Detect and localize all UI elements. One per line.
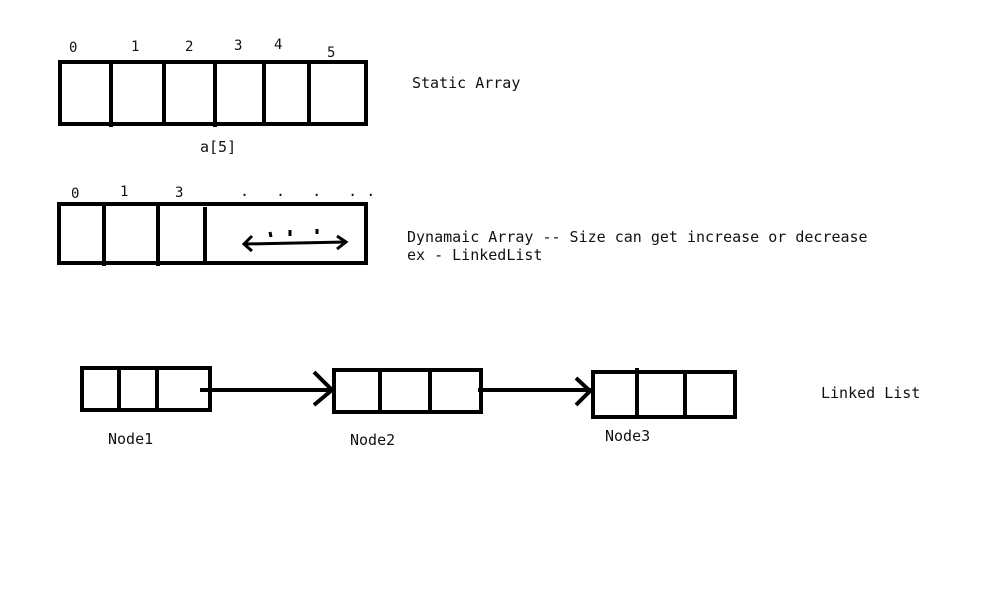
static-index-label: 3 — [234, 38, 243, 54]
dynamic-array-outline — [57, 202, 368, 265]
node-outline — [80, 366, 212, 412]
node-label: Node3 — [605, 427, 651, 445]
resize-dot — [268, 231, 273, 238]
node-outline — [591, 370, 737, 419]
pointer-arrow-2-head — [574, 376, 593, 407]
dynamic-array-example: ex - LinkedList — [407, 246, 543, 264]
resize-arrow-left-head — [241, 234, 254, 253]
static-index-label: 5 — [327, 45, 336, 61]
dynamic-index-label: 1 — [120, 184, 129, 200]
resize-arrow-shaft — [244, 240, 347, 246]
linked-list-title: Linked List — [821, 384, 921, 402]
static-index-label: 4 — [274, 37, 283, 53]
static-index-label: 1 — [131, 39, 140, 55]
static-array-name: a[5] — [200, 138, 237, 156]
dynamic-index-label: 0 — [71, 186, 80, 202]
dynamic-index-dots: . . . .. — [240, 182, 385, 200]
node-label: Node2 — [350, 431, 396, 449]
resize-arrow-right-head — [336, 234, 349, 251]
node-outline — [332, 368, 483, 414]
dynamic-array-title: Dynamaic Array -- Size can get increase … — [407, 228, 868, 246]
pointer-arrows — [200, 370, 593, 407]
linked-list-node-2 — [332, 368, 483, 414]
static-index-label: 2 — [185, 39, 194, 55]
linked-list-node-3 — [591, 368, 737, 419]
pointer-arrow-1-head — [312, 370, 335, 407]
static-array-box — [58, 60, 368, 127]
linked-list-node-1 — [80, 366, 212, 412]
dynamic-index-label: 3 — [175, 185, 184, 201]
static-array-title: Static Array — [412, 74, 521, 92]
node-label: Node1 — [108, 430, 154, 448]
dynamic-array-box — [57, 202, 368, 266]
static-index-label: 0 — [69, 40, 78, 56]
